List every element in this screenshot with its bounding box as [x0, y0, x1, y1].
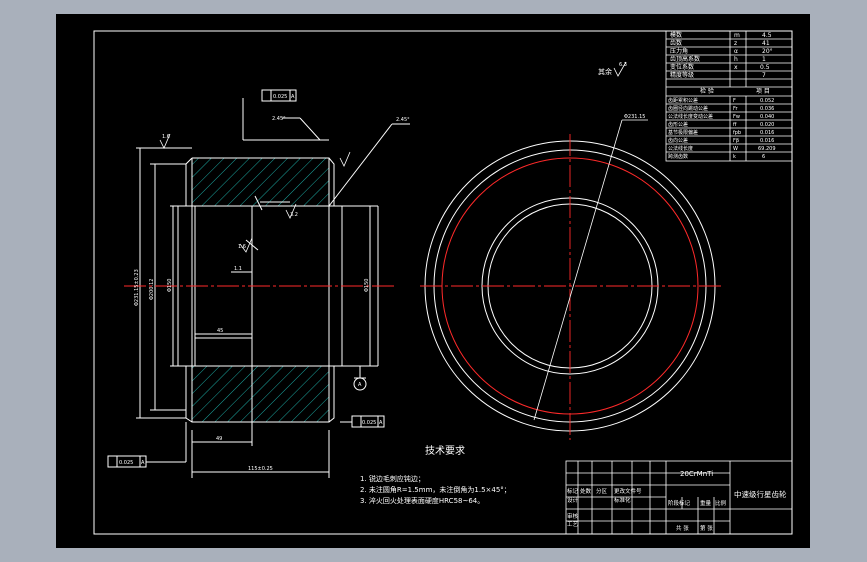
material-label: 20CrMnTi: [680, 470, 713, 478]
tb-stage: 阶段标记: [668, 499, 691, 507]
parameter-table-text: 模数 m 4.5 齿数 z 41 压力角 α 20° 齿顶高系数 h 1 变位系…: [668, 31, 776, 160]
param-name-3: 齿顶高系数: [670, 55, 700, 63]
section-hatch-top: [192, 158, 329, 206]
tol-left-datum: A: [141, 460, 145, 466]
parameter-table: [665, 30, 793, 162]
dia-outer-label: Φ231.15±0.23: [134, 269, 140, 306]
param-name-1: 齿数: [670, 39, 682, 47]
param-val-0: 4.5: [762, 32, 772, 39]
tb-design: 设计: [567, 496, 579, 504]
tb-scale: 比例: [715, 499, 727, 507]
check-name-6: 公法线长度: [668, 145, 693, 152]
check-name-3: 齿形公差: [668, 121, 688, 128]
param-sym-2: α: [734, 48, 738, 55]
check-val-7: 6: [762, 154, 765, 160]
tb-craft: 工艺: [567, 521, 579, 528]
param-val-5: 7: [762, 72, 766, 79]
tech-item-3: 3. 淬火回火处理表面硬度HRC58~64。: [360, 496, 484, 505]
param-val-3: 1: [762, 56, 766, 63]
chamfer-left-label: 2.45°: [272, 116, 286, 122]
check-name-4: 基节极限偏差: [668, 129, 698, 136]
roughness-rest-note: 其余 6.3: [598, 61, 627, 77]
dim-45-label: 45: [217, 328, 223, 334]
inner-frame: [93, 30, 793, 535]
check-name-7: 跨测齿数: [668, 153, 688, 160]
param-sym-4: x: [734, 64, 738, 71]
dia-bore-left-label: Φ150: [167, 279, 173, 292]
param-name-0: 模数: [670, 31, 682, 39]
check-val-6: 69.209: [758, 146, 776, 152]
tech-title: 技术要求: [425, 444, 465, 457]
param-val-2: 20°: [762, 48, 773, 55]
check-val-1: 0.036: [760, 106, 774, 112]
title-block-text: 20CrMnTi 中速级行星齿轮 标记 处数 分区 更改文件号 设计 标准化 审…: [567, 470, 787, 532]
check-val-4: 0.016: [760, 130, 774, 136]
check-name-0: 齿距累积公差: [668, 97, 698, 104]
check-sym-4: fpb: [733, 130, 741, 136]
front-view: Φ231.15: [420, 114, 722, 440]
circle-dia-label: Φ231.15: [624, 114, 645, 120]
datum-a-label: A: [358, 382, 362, 388]
tol-mid-value: 0.025: [362, 420, 376, 426]
check-header-right: 项 目: [756, 88, 770, 95]
check-name-2: 公法线长度变动公差: [668, 113, 713, 120]
tol-mid-datum: A: [379, 420, 383, 426]
tb-standard: 标准化: [614, 496, 631, 504]
check-name-5: 齿向公差: [668, 137, 688, 144]
param-sym-3: h: [734, 56, 738, 63]
param-val-4: 0.5: [760, 64, 770, 71]
part-name: 中速级行星齿轮: [734, 489, 787, 499]
tb-change-doc: 更改文件号: [614, 487, 642, 495]
check-sym-6: W: [733, 146, 738, 152]
tech-item-1: 1. 锐边毛刺应钝边；: [360, 474, 425, 483]
roughness-rest-label: 其余: [598, 67, 612, 76]
tb-sheet-of: 第 张: [700, 524, 713, 532]
check-header-left: 检 验: [700, 87, 714, 95]
check-sym-5: Fβ: [733, 138, 739, 144]
rough-12-label: 1.6: [238, 244, 246, 250]
dim-width-label: 115±0.25: [248, 466, 273, 472]
section-hatch-bottom: [192, 366, 329, 422]
dia-leader: [533, 119, 623, 421]
section-view: 2.45° 2.45° 0.025 A 0.025 A 0.025 A 1.6 …: [107, 89, 410, 478]
check-val-2: 0.040: [760, 114, 774, 120]
technical-requirements: 技术要求 1. 锐边毛刺应钝边； 2. 未注圆角R=1.5mm，未注倒角为1.5…: [360, 444, 511, 505]
tb-count: 处数: [580, 487, 592, 495]
param-sym-0: m: [734, 32, 740, 39]
param-name-2: 压力角: [670, 47, 688, 55]
rough-16-label: 1.6: [162, 134, 170, 140]
title-block: [565, 460, 793, 535]
check-val-5: 0.016: [760, 138, 774, 144]
tech-item-2: 2. 未注圆角R=1.5mm，未注倒角为1.5×45°；: [360, 485, 511, 494]
param-sym-1: z: [734, 40, 737, 47]
tol-top-datum: A: [291, 94, 295, 100]
check-sym-1: Fr: [733, 106, 739, 112]
tb-sheets: 共 张: [676, 524, 689, 532]
rough-32-label: 3.2: [290, 212, 298, 218]
check-val-0: 0.052: [760, 98, 774, 104]
tb-zone: 分区: [596, 487, 608, 495]
param-val-1: 41: [762, 40, 770, 47]
dia-pitch-label: Φ200.12: [149, 279, 155, 300]
chamfer-right-label: 2.45°: [396, 117, 410, 123]
check-sym-2: Fw: [733, 114, 740, 120]
dim-11-label: 1.1: [234, 266, 242, 272]
param-name-5: 精度等级: [670, 71, 694, 79]
check-name-1: 齿圈径向跳动公差: [668, 105, 708, 112]
drawing-paper: [56, 14, 810, 548]
roughness-rest-value: 6.3: [619, 62, 627, 68]
check-sym-7: k: [733, 154, 736, 160]
tol-left-value: 0.025: [119, 460, 133, 466]
dim-49-label: 49: [216, 436, 222, 442]
tb-review: 审核: [567, 512, 579, 520]
dia-bore-right-label: Φ150: [364, 279, 370, 292]
tb-weight: 重量: [700, 499, 712, 507]
check-sym-3: ff: [733, 122, 737, 128]
tb-mark: 标记: [567, 487, 579, 495]
check-sym-0: F: [733, 98, 736, 104]
param-name-4: 变位系数: [670, 63, 694, 71]
tol-top-value: 0.025: [273, 94, 287, 100]
check-val-3: 0.020: [760, 122, 774, 128]
